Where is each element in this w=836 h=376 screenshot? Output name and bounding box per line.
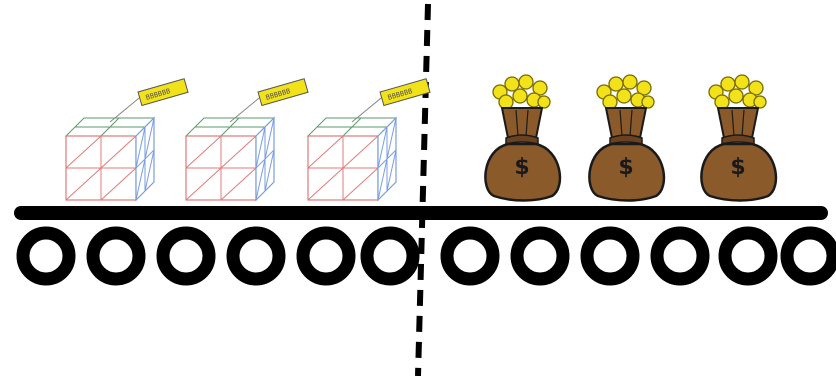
rollers	[23, 233, 833, 279]
roller	[303, 233, 349, 279]
roller	[517, 233, 563, 279]
roller	[787, 233, 833, 279]
product-box: BBBBBB	[186, 79, 308, 200]
product-box: BBBBBB	[308, 79, 430, 200]
dollar-sign: $	[514, 155, 529, 180]
roller	[587, 233, 633, 279]
divider-line	[418, 4, 428, 376]
money-bag: $	[701, 75, 776, 201]
roller	[447, 233, 493, 279]
roller	[233, 233, 279, 279]
conveyor-belt	[14, 206, 828, 220]
dollar-sign: $	[730, 155, 745, 180]
roller	[23, 233, 69, 279]
roller	[93, 233, 139, 279]
dollar-sign: $	[618, 155, 633, 180]
product-box: BBBBBB	[66, 79, 188, 200]
money-bag: $	[485, 75, 560, 201]
roller	[725, 233, 771, 279]
roller	[657, 233, 703, 279]
roller	[163, 233, 209, 279]
roller	[367, 233, 413, 279]
money-bag: $	[589, 75, 664, 201]
